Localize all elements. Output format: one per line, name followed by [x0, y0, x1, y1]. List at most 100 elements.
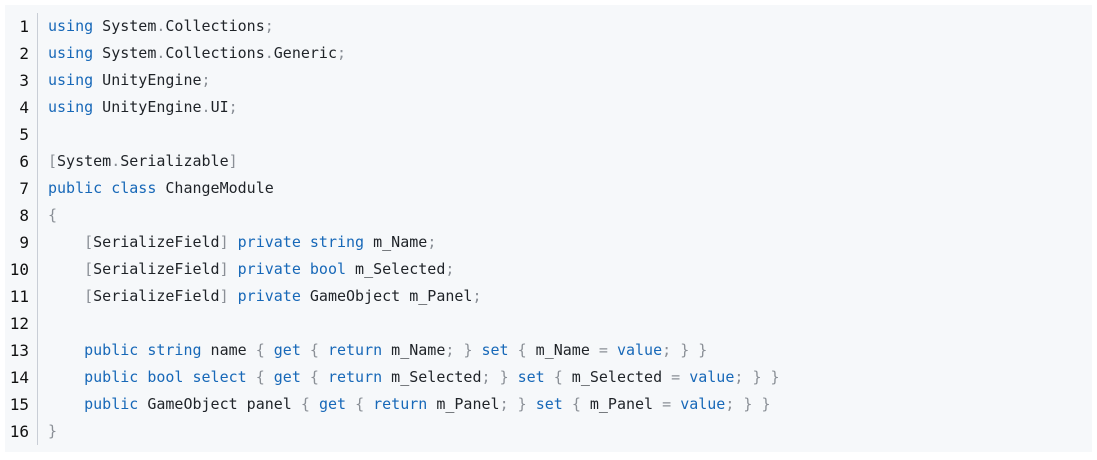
code-token: .: [156, 17, 166, 35]
code-token: [: [84, 260, 94, 278]
gutter-divider: [37, 418, 38, 445]
code-token: get: [273, 341, 301, 359]
code-token: public: [84, 341, 139, 359]
line-number: 10: [9, 260, 29, 279]
code-token: [229, 287, 238, 305]
code-token: [364, 395, 373, 413]
code-token: SerializeField: [93, 260, 220, 278]
code-text: [SerializeField] private string m_Name;: [48, 229, 436, 256]
code-token: m_Selected: [382, 368, 482, 386]
code-token: [671, 395, 680, 413]
code-token: value: [689, 368, 735, 386]
code-token: using: [48, 17, 94, 35]
code-token: {: [553, 368, 563, 386]
code-line: 15 public GameObject panel { get { retur…: [5, 391, 1092, 418]
code-token: ]: [228, 152, 238, 170]
code-token: [509, 368, 518, 386]
code-token: m_Selected: [346, 260, 446, 278]
code-token: SerializeField: [93, 287, 220, 305]
code-token: ]: [219, 260, 229, 278]
code-text: [SerializeField] private bool m_Selected…: [48, 256, 454, 283]
code-token: ;: [725, 395, 735, 413]
code-token: [545, 368, 554, 386]
gutter-divider: [37, 121, 38, 148]
code-token: ChangeModule: [156, 179, 274, 197]
code-token: class: [111, 179, 157, 197]
code-token: .: [201, 98, 211, 116]
code-token: m_Name: [382, 341, 446, 359]
code-token: ;: [228, 98, 238, 116]
code-token: set: [535, 395, 563, 413]
code-line: 13 public string name { get { return m_N…: [5, 337, 1092, 364]
code-token: {: [48, 206, 58, 224]
code-token: UI: [210, 98, 229, 116]
code-token: string: [147, 341, 202, 359]
code-token: }: [463, 341, 473, 359]
code-token: [48, 395, 84, 413]
code-token: [346, 395, 355, 413]
code-token: .: [264, 44, 274, 62]
code-text: public string name { get { return m_Name…: [48, 337, 707, 364]
code-token: }: [499, 368, 509, 386]
code-token: }: [761, 395, 771, 413]
code-token: [671, 341, 680, 359]
line-number: 12: [9, 314, 29, 333]
code-line: 5: [5, 121, 1092, 148]
code-line: 10 [SerializeField] private bool m_Selec…: [5, 256, 1092, 283]
line-number: 11: [9, 287, 29, 306]
code-token: [301, 368, 310, 386]
code-token: ;: [472, 287, 482, 305]
code-token: bool: [309, 260, 347, 278]
code-token: public: [48, 179, 103, 197]
code-token: Collections: [165, 44, 265, 62]
code-token: ;: [499, 395, 509, 413]
code-text: public bool select { get { return m_Sele…: [48, 364, 779, 391]
code-token: [563, 395, 572, 413]
line-number: 15: [9, 395, 29, 414]
code-token: GameObject m_Panel: [300, 287, 473, 305]
code-token: [527, 395, 536, 413]
code-token: ;: [445, 260, 455, 278]
gutter-divider: [37, 202, 38, 229]
gutter-divider: [37, 364, 38, 391]
code-token: bool: [147, 368, 184, 386]
code-text: using System.Collections;: [48, 13, 274, 40]
code-token: value: [680, 395, 726, 413]
code-token: {: [309, 368, 319, 386]
line-number: 7: [19, 179, 29, 198]
line-number: 9: [19, 233, 29, 252]
code-token: [265, 341, 274, 359]
code-token: public: [84, 368, 139, 386]
code-token: [472, 341, 481, 359]
code-token: [509, 341, 518, 359]
code-token: get: [318, 395, 347, 413]
code-token: {: [300, 395, 310, 413]
code-line: 12: [5, 310, 1092, 337]
code-token: System: [93, 44, 157, 62]
code-token: System: [93, 17, 157, 35]
code-token: System: [57, 152, 112, 170]
code-token: set: [481, 341, 509, 359]
code-token: .: [111, 152, 121, 170]
code-token: [48, 260, 84, 278]
code-token: {: [517, 341, 527, 359]
code-token: UnityEngine: [93, 98, 202, 116]
line-number: 6: [19, 152, 29, 171]
line-number: 14: [9, 368, 29, 387]
code-token: }: [752, 368, 762, 386]
code-token: }: [680, 341, 690, 359]
code-line: 7 public class ChangeModule: [5, 175, 1092, 202]
code-token: [491, 368, 500, 386]
code-token: ;: [481, 368, 491, 386]
code-token: {: [355, 395, 365, 413]
code-token: Generic: [273, 44, 337, 62]
line-number: 13: [9, 341, 29, 360]
code-token: [102, 179, 111, 197]
code-text: public class ChangeModule: [48, 175, 274, 202]
code-token: set: [517, 368, 545, 386]
code-token: ;: [427, 233, 437, 251]
code-token: [310, 395, 319, 413]
